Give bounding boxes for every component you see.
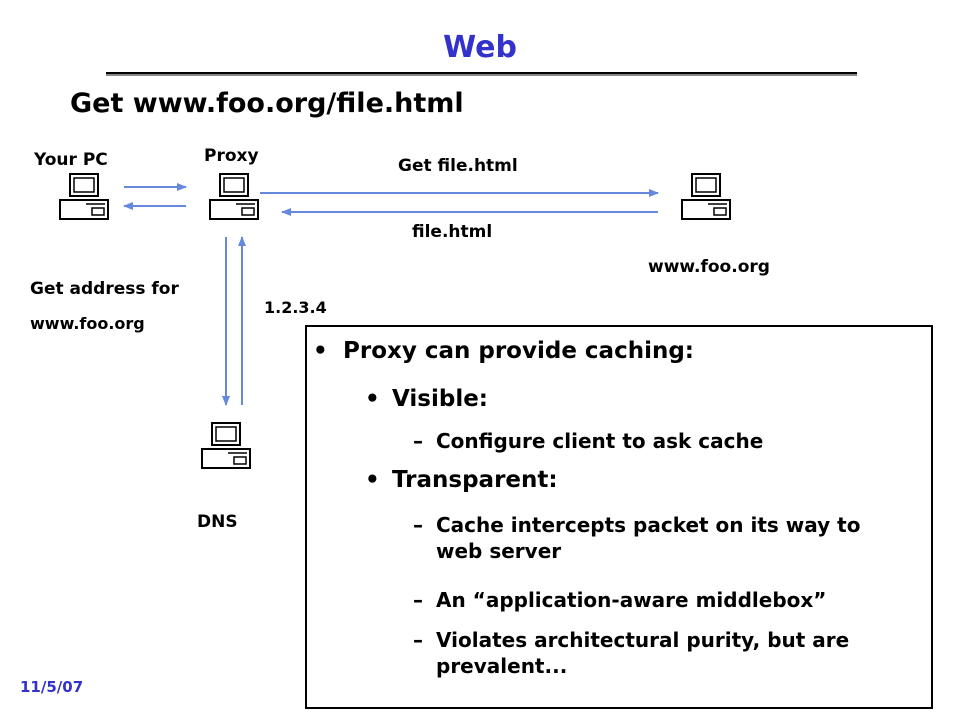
slide-title: Web [443, 30, 517, 65]
your-pc-computer-icon [58, 173, 110, 221]
your-pc-label: Your PC [34, 150, 108, 170]
caching-info-box: • Proxy can provide caching: • Visible: … [305, 325, 933, 709]
dash-mark: – [413, 628, 423, 652]
dns-computer-icon [200, 422, 252, 470]
title-divider [106, 72, 857, 74]
file-reply-label: file.html [412, 222, 493, 242]
bullet-text: Transparent: [392, 467, 558, 493]
dns-label: DNS [197, 512, 238, 532]
bullet-dot: • [365, 386, 380, 412]
sub-bullet-text: Violates architectural purity, but are p… [436, 628, 850, 678]
server-label: www.foo.org [648, 257, 770, 277]
bullet-dot: • [365, 467, 380, 493]
get-address-host-label: www.foo.org [30, 314, 145, 333]
sub-bullet-text: Cache intercepts packet on its way to we… [436, 513, 861, 563]
sub-bullet-text: Configure client to ask cache [436, 429, 764, 453]
dash-mark: – [413, 588, 423, 612]
dns-reply-label: 1.2.3.4 [264, 298, 327, 317]
get-file-label: Get file.html [398, 156, 518, 176]
slide-date: 11/5/07 [20, 678, 84, 696]
bullet-dot: • [313, 338, 328, 364]
proxy-computer-icon [208, 173, 260, 221]
slide-heading: Get www.foo.org/file.html [70, 88, 464, 119]
bullet-text: Visible: [392, 386, 488, 412]
dash-mark: – [413, 513, 423, 537]
proxy-label: Proxy [204, 146, 259, 166]
sub-bullet-text: An “application-aware middlebox” [436, 588, 827, 612]
server-computer-icon [680, 173, 732, 221]
get-address-label: Get address for [30, 279, 179, 299]
bullet-text: Proxy can provide caching: [343, 338, 695, 364]
dash-mark: – [413, 429, 423, 453]
